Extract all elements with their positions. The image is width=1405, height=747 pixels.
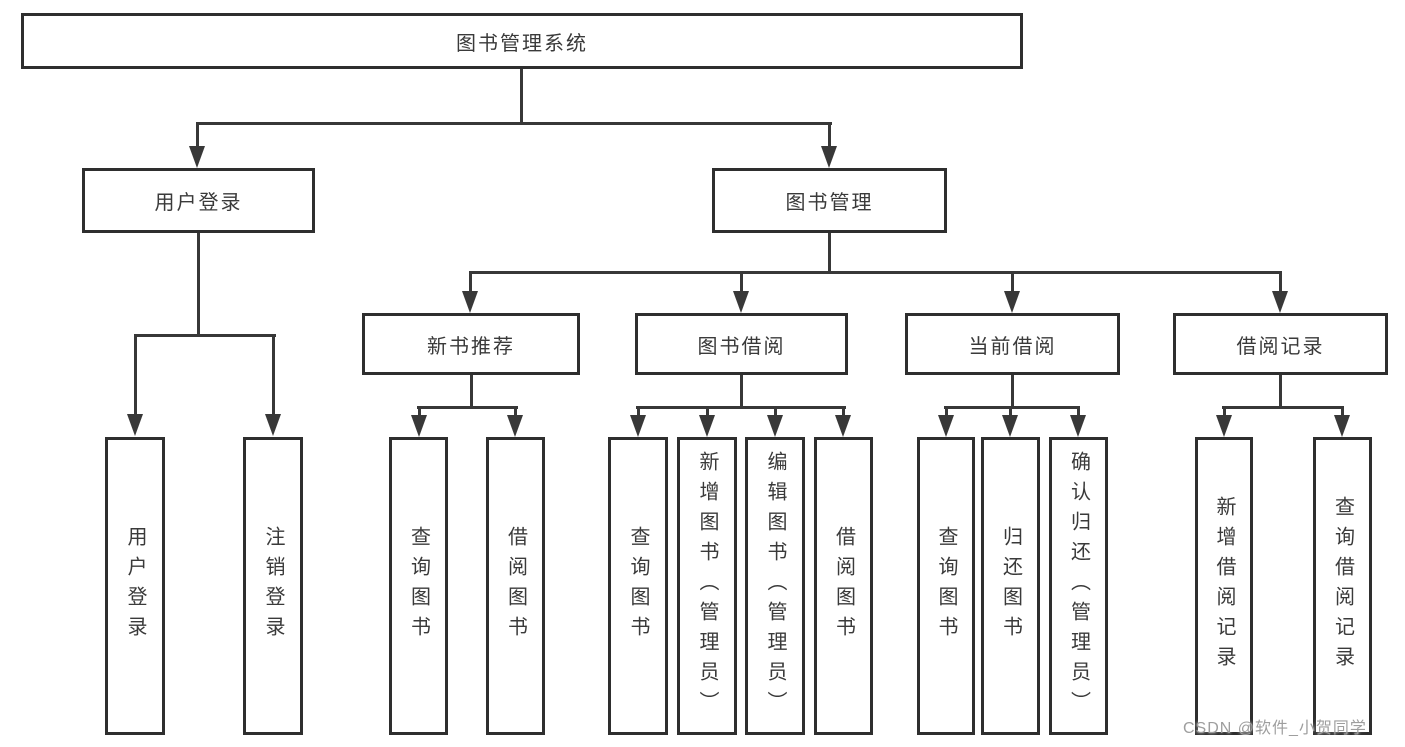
leaf-bb-borrow-books-label: 借阅图书	[832, 526, 855, 646]
arrow-down-icon	[630, 415, 646, 437]
connector-bb-branch	[636, 406, 846, 409]
leaf-br-query-record-label: 查询借阅记录	[1331, 496, 1354, 676]
leaf-bb-edit-books-admin-label: 编辑图书（管理员）	[764, 451, 786, 721]
leaf-nbr-query-books: 查询图书	[389, 437, 448, 735]
connector-mgmt-branch	[469, 271, 1282, 274]
connector-user-stub	[197, 233, 200, 337]
connector-leaf	[514, 406, 517, 417]
leaf-cb-query-books: 查询图书	[917, 437, 975, 735]
connector-bb-stub	[740, 375, 743, 409]
leaf-nbr-borrow-books-label: 借阅图书	[504, 526, 527, 646]
arrow-down-icon	[1334, 415, 1350, 437]
leaf-logout-label: 注销登录	[262, 526, 284, 646]
arrow-down-icon	[821, 146, 837, 168]
connector-nbr-branch	[417, 406, 518, 409]
arrow-down-icon	[1216, 415, 1232, 437]
arrow-down-icon	[733, 291, 749, 313]
arrow-down-icon	[699, 415, 715, 437]
connector-to-leaf-login	[134, 334, 137, 414]
connector-to-user-login	[196, 122, 199, 150]
leaf-logout: 注销登录	[243, 437, 303, 735]
leaf-user-login-label: 用户登录	[124, 526, 146, 646]
connector-to-borrow-records	[1279, 271, 1282, 293]
connector-cb-branch	[944, 406, 1080, 409]
arrow-down-icon	[767, 415, 783, 437]
connector-leaf	[1223, 406, 1226, 417]
connector-leaf	[1077, 406, 1080, 417]
arrow-down-icon	[462, 291, 478, 313]
arrow-down-icon	[1002, 415, 1018, 437]
arrow-down-icon	[1004, 291, 1020, 313]
leaf-br-add-record: 新增借阅记录	[1195, 437, 1253, 735]
node-user-login-label: 用户登录	[154, 192, 243, 214]
node-root-system: 图书管理系统	[21, 13, 1023, 69]
leaf-cb-return-books: 归还图书	[981, 437, 1040, 735]
connector-root-branch	[196, 122, 832, 125]
connector-to-book-borrow	[740, 271, 743, 293]
connector-to-new-book-rec	[469, 271, 472, 293]
connector-mgmt-stub	[828, 233, 831, 274]
leaf-bb-edit-books-admin: 编辑图书（管理员）	[745, 437, 805, 735]
arrow-down-icon	[835, 415, 851, 437]
arrow-down-icon	[938, 415, 954, 437]
node-current-borrow: 当前借阅	[905, 313, 1120, 375]
node-borrow-records-label: 借阅记录	[1236, 335, 1325, 358]
node-borrow-records: 借阅记录	[1173, 313, 1388, 375]
connector-nbr-stub	[470, 375, 473, 409]
connector-user-branch	[134, 334, 276, 337]
leaf-bb-query-books: 查询图书	[608, 437, 668, 735]
arrow-down-icon	[127, 414, 143, 436]
node-new-book-rec: 新书推荐	[362, 313, 580, 375]
leaf-bb-add-books-admin-label: 新增图书（管理员）	[696, 451, 718, 721]
connector-br-stub	[1279, 375, 1282, 409]
node-user-login: 用户登录	[82, 168, 315, 233]
leaf-nbr-query-books-label: 查询图书	[407, 526, 430, 646]
arrow-down-icon	[411, 415, 427, 437]
connector-leaf	[637, 406, 640, 417]
connector-leaf	[1341, 406, 1344, 417]
node-current-borrow-label: 当前借阅	[968, 335, 1057, 358]
leaf-cb-confirm-return-admin: 确认归还（管理员）	[1049, 437, 1108, 735]
connector-to-leaf-logout	[272, 334, 275, 414]
arrow-down-icon	[265, 414, 281, 436]
node-book-borrow: 图书借阅	[635, 313, 848, 375]
node-root-system-label: 图书管理系统	[456, 32, 588, 55]
connector-leaf	[842, 406, 845, 417]
connector-leaf	[774, 406, 777, 417]
leaf-bb-add-books-admin: 新增图书（管理员）	[677, 437, 737, 735]
arrow-down-icon	[507, 415, 523, 437]
leaf-cb-confirm-return-admin-label: 确认归还（管理员）	[1067, 451, 1090, 721]
leaf-user-login: 用户登录	[105, 437, 165, 735]
leaf-cb-return-books-label: 归还图书	[999, 526, 1022, 646]
node-new-book-rec-label: 新书推荐	[427, 335, 515, 358]
leaf-bb-borrow-books: 借阅图书	[814, 437, 873, 735]
connector-leaf	[418, 406, 421, 417]
arrow-down-icon	[1272, 291, 1288, 313]
node-book-mgmt-label: 图书管理	[785, 192, 874, 214]
connector-to-book-mgmt	[828, 122, 831, 150]
connector-leaf	[1009, 406, 1012, 417]
arrow-down-icon	[189, 146, 205, 168]
leaf-br-query-record: 查询借阅记录	[1313, 437, 1372, 735]
connector-leaf	[945, 406, 948, 417]
connector-cb-stub	[1011, 375, 1014, 409]
node-book-borrow-label: 图书借阅	[697, 335, 786, 358]
csdn-watermark: CSDN @软件_小贺同学	[1183, 720, 1367, 737]
leaf-nbr-borrow-books: 借阅图书	[486, 437, 545, 735]
leaf-bb-query-books-label: 查询图书	[627, 526, 649, 646]
connector-root-stub	[520, 69, 523, 122]
connector-to-current-borrow	[1011, 271, 1014, 293]
arrow-down-icon	[1070, 415, 1086, 437]
connector-leaf	[706, 406, 709, 417]
leaf-br-add-record-label: 新增借阅记录	[1213, 496, 1235, 676]
connector-br-branch	[1222, 406, 1344, 409]
node-book-mgmt: 图书管理	[712, 168, 947, 233]
leaf-cb-query-books-label: 查询图书	[935, 526, 957, 646]
